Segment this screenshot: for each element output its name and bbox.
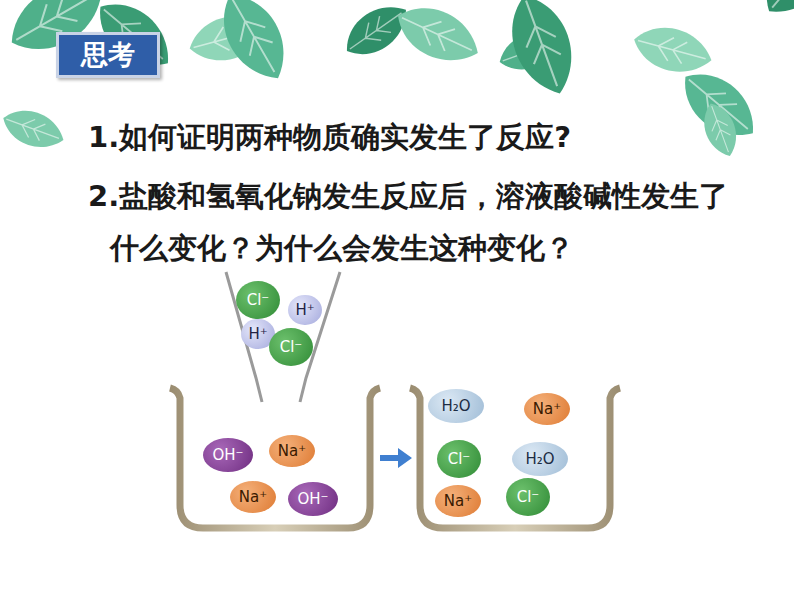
title-tab: 思考 xyxy=(56,32,160,78)
sodium-ion: Na⁺ xyxy=(269,435,315,467)
ion-label: Na⁺ xyxy=(239,488,267,506)
reaction-arrow xyxy=(380,448,412,468)
ion-label: Cl⁻ xyxy=(517,488,540,506)
ion-label: OH⁻ xyxy=(212,446,243,464)
water-molecule: H₂O xyxy=(428,389,484,423)
ion-label: Cl⁻ xyxy=(280,338,303,356)
title-text: 思考 xyxy=(81,37,135,73)
sodium-ion: Na⁺ xyxy=(524,393,570,425)
ion-label: H₂O xyxy=(525,450,554,468)
hydrogen-ion: H⁺ xyxy=(288,295,321,325)
chloride-ion: Cl⁻ xyxy=(437,440,481,478)
ion-label: Cl⁻ xyxy=(247,291,270,309)
ion-label: Na⁺ xyxy=(278,442,306,460)
ion-label: H⁺ xyxy=(295,301,314,319)
ion-label: Na⁺ xyxy=(444,492,472,510)
question-text: 1.如何证明两种物质确实发生了反应? xyxy=(88,118,571,158)
ion-label: Cl⁻ xyxy=(448,450,471,468)
question-text: 2.盐酸和氢氧化钠发生反应后，溶液酸碱性发生了 什么变化？为什么会发生这种变化？ xyxy=(88,170,786,274)
hydroxide-ion: OH⁻ xyxy=(288,482,338,516)
ion-label: Na⁺ xyxy=(533,400,561,418)
leaf-decoration xyxy=(0,0,794,161)
chloride-ion: Cl⁻ xyxy=(506,478,550,516)
chloride-ion: Cl⁻ xyxy=(236,281,280,319)
water-molecule: H₂O xyxy=(512,442,568,476)
chloride-ion: Cl⁻ xyxy=(269,328,313,366)
hydroxide-ion: OH⁻ xyxy=(203,438,253,472)
beaker-right xyxy=(410,388,620,528)
ion-label: H₂O xyxy=(441,397,470,415)
ion-label: OH⁻ xyxy=(297,490,328,508)
beaker-left xyxy=(170,388,380,528)
sodium-ion: Na⁺ xyxy=(230,481,276,513)
sodium-ion: Na⁺ xyxy=(435,485,481,517)
ion-label: H⁺ xyxy=(248,325,267,343)
dropper-outline xyxy=(226,272,340,402)
